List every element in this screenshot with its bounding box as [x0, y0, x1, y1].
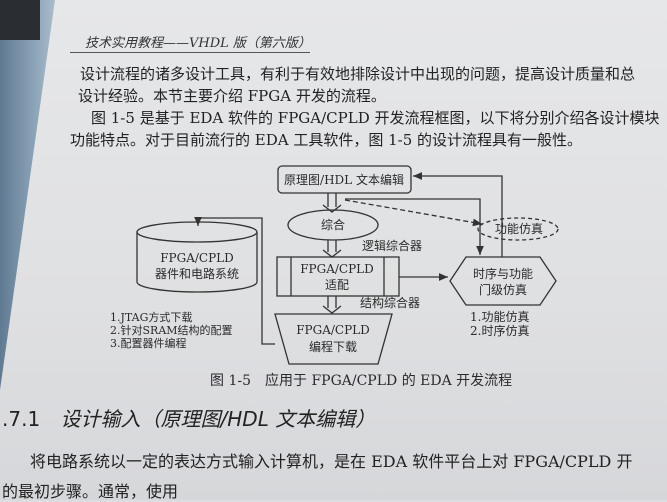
timing-sim-hexagon [449, 256, 557, 306]
dark-corner [0, 0, 40, 40]
paragraph-line: 设计流程的诸多设计工具，有利于有效地排除设计中出现的问题，提高设计质量和总 [80, 65, 636, 83]
sim-item: 1.功能仿真 [470, 310, 529, 324]
download-item: 2.针对SRAM结构的配置 [110, 323, 233, 337]
fit-label-2: 适配 [325, 278, 349, 292]
device-label-1: FPGA/CPLD [160, 251, 234, 265]
program-label-2: 编程下载 [309, 339, 357, 354]
sim-item: 2.时序仿真 [470, 323, 529, 338]
flow-arrow [322, 240, 342, 258]
section-title: 设计输入（原理图/HDL 文本编辑） [60, 407, 376, 431]
paragraph-line: 将电路系统以一定的表达方式输入计算机，是在 EDA 软件平台上对 FPGA/CP… [30, 452, 633, 471]
download-item: 3.配置器件编程 [110, 336, 187, 350]
edit-box-label: 原理图/HDL 文本编辑 [284, 172, 404, 187]
device-cylinder [136, 221, 258, 293]
logic-synth-label: 逻辑综合器 [362, 238, 422, 253]
program-download-box [274, 313, 393, 365]
paragraph-line: 图 1-5 是基于 EDA 软件的 FPGA/CPLD 开发流程框图，以下将分别… [76, 109, 660, 127]
header-rule [70, 52, 310, 53]
paragraph-line: 设计经验。本节主要介绍 FPGA 开发的流程。 [78, 87, 386, 105]
func-sim-label: 功能仿真 [495, 222, 543, 236]
edit-box [277, 165, 412, 194]
running-header: 技术实用教程——VHDL 版（第六版） [85, 36, 311, 51]
section-heading: .7.1 设计输入（原理图/HDL 文本编辑） [2, 403, 375, 432]
program-label-1: FPGA/CPLD [296, 323, 370, 337]
figure-caption: 图 1-5 应用于 FPGA/CPLD 的 EDA 开发流程 [210, 373, 513, 389]
paragraph-line: 的最初步骤。通常，使用 [2, 482, 179, 501]
flow-arrow [322, 193, 342, 213]
synthesis-label: 综合 [321, 217, 345, 232]
flow-arrow [322, 296, 342, 314]
device-label-2: 器件和电路系统 [155, 266, 239, 281]
paragraph-line: 功能特点。对于目前流行的 EDA 工具软件，图 1-5 的设计流程具有一般性。 [70, 131, 583, 149]
timing-label-1: 时序与功能 [473, 266, 533, 281]
synthesis-ellipse [287, 209, 379, 241]
struct-synth-label: 结构综合器 [360, 295, 420, 310]
section-number: .7.1 [2, 407, 41, 431]
fit-label-1: FPGA/CPLD [300, 262, 374, 276]
download-item: 1.JTAG方式下载 [110, 310, 192, 324]
timing-label-2: 门级仿真 [479, 282, 527, 297]
func-sim-ellipse [477, 217, 559, 241]
